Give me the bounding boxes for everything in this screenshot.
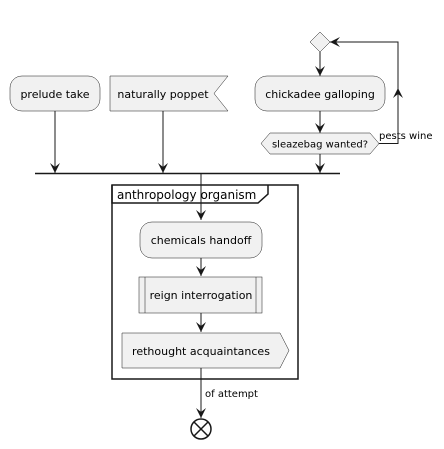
activity-chemicals-handoff: chemicals handoff	[139, 221, 263, 259]
activity-chickadee-galloping: chickadee galloping	[254, 75, 386, 112]
decision-loop-label: pests wine	[379, 131, 432, 142]
activity-prelude-take: prelude take	[9, 75, 101, 112]
activity-naturally-poppet: naturally poppet	[109, 75, 229, 112]
activity-reign-interrogation: reign interrogation	[138, 276, 263, 314]
activity-chickadee-galloping-label: chickadee galloping	[265, 88, 375, 101]
partition-anthropology-organism: anthropology organism	[111, 184, 299, 380]
activity-naturally-poppet-label: naturally poppet	[117, 88, 209, 101]
activity-prelude-take-label: prelude take	[20, 88, 89, 101]
partition-title: anthropology organism	[117, 188, 256, 202]
flow-final-node	[190, 418, 212, 440]
decision-question-label: sleazebag wanted?	[272, 140, 368, 151]
merge-diamond	[309, 31, 331, 53]
activity-rethought-acquaintances-label: rethought acquaintances	[132, 345, 270, 358]
activity-chemicals-handoff-label: chemicals handoff	[151, 234, 252, 247]
activity-reign-interrogation-label: reign interrogation	[150, 289, 253, 302]
final-edge-label: of attempt	[205, 389, 258, 400]
decision-sleazebag-wanted: sleazebag wanted?	[260, 132, 380, 155]
activity-rethought-acquaintances: rethought acquaintances	[121, 332, 290, 369]
